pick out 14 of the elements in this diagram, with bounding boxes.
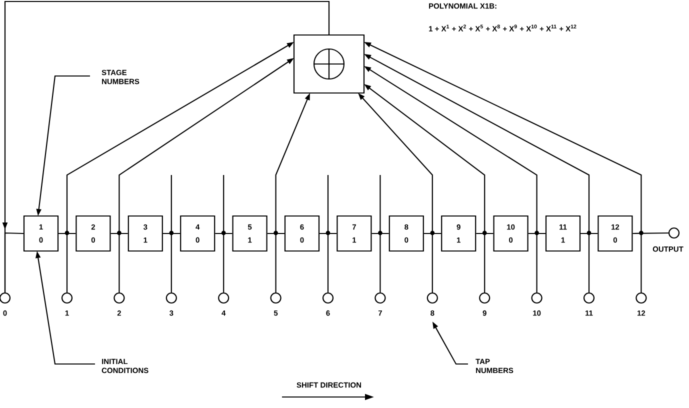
shift-line bbox=[110, 232, 128, 234]
shift-line bbox=[267, 232, 284, 234]
shift-line bbox=[215, 232, 232, 234]
shift-line bbox=[424, 232, 442, 234]
shift-line bbox=[162, 232, 180, 234]
shift-line bbox=[476, 232, 494, 234]
shift-line bbox=[580, 232, 598, 234]
shift-line bbox=[372, 232, 389, 234]
shift-line bbox=[528, 232, 546, 234]
shift-line bbox=[4, 232, 24, 292]
shift-line bbox=[320, 232, 337, 234]
shift-line bbox=[58, 232, 76, 234]
shift-line bbox=[632, 232, 668, 234]
xor-box bbox=[293, 34, 365, 94]
